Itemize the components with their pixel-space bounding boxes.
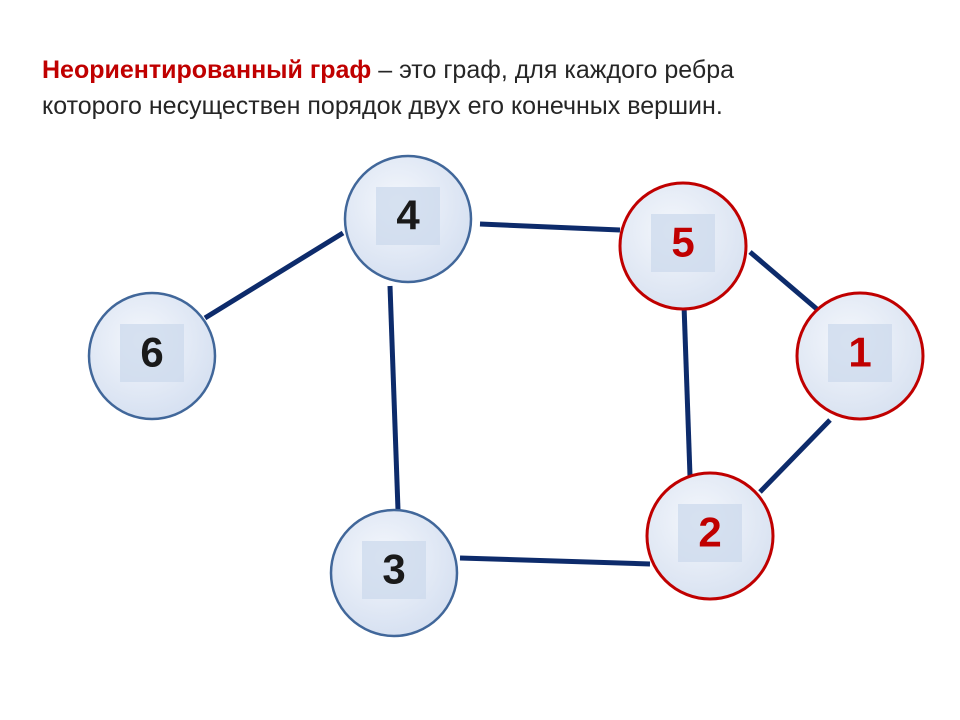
- vertex-5: 5: [618, 181, 748, 311]
- vertex-4: 4: [343, 154, 473, 284]
- edges-layer: [203, 221, 832, 567]
- vertex-6-label-box: [120, 324, 184, 382]
- edge-4-3: [387, 285, 401, 511]
- definition-term: Неориентированный граф: [42, 56, 372, 84]
- vertex-4-label: 4: [396, 192, 420, 239]
- edge-3-2: [459, 555, 651, 567]
- vertex-2-label: 2: [698, 509, 721, 556]
- vertex-1: 1: [795, 291, 925, 421]
- definition-text: Неориентированный граф – это граф, для к…: [42, 52, 922, 124]
- definition-line1-rest: – это граф, для каждого ребра: [371, 56, 735, 84]
- vertex-3-label-box: [362, 541, 426, 599]
- vertex-4-label-box: [376, 187, 440, 245]
- edge-6-4: [203, 230, 345, 321]
- vertex-1-label: 1: [848, 329, 871, 376]
- vertex-6-label: 6: [140, 329, 163, 376]
- edge-4-5: [479, 221, 621, 233]
- edge-5-1: [748, 250, 820, 312]
- edge-1-2: [758, 418, 832, 494]
- vertex-6: 6: [87, 291, 217, 421]
- vertex-3-label: 3: [382, 546, 405, 593]
- vertex-1-label-box: [828, 324, 892, 382]
- vertex-5-label-box: [651, 214, 715, 272]
- vertex-5-label: 5: [671, 219, 694, 266]
- vertex-2: 2: [645, 471, 775, 601]
- vertex-3: 3: [329, 508, 459, 638]
- vertex-2-label-box: [678, 504, 742, 562]
- vertices-layer: 4 5 6 1 3 2: [87, 154, 925, 638]
- definition-line2: которого несуществен порядок двух его ко…: [42, 92, 723, 120]
- edge-5-2: [681, 304, 693, 477]
